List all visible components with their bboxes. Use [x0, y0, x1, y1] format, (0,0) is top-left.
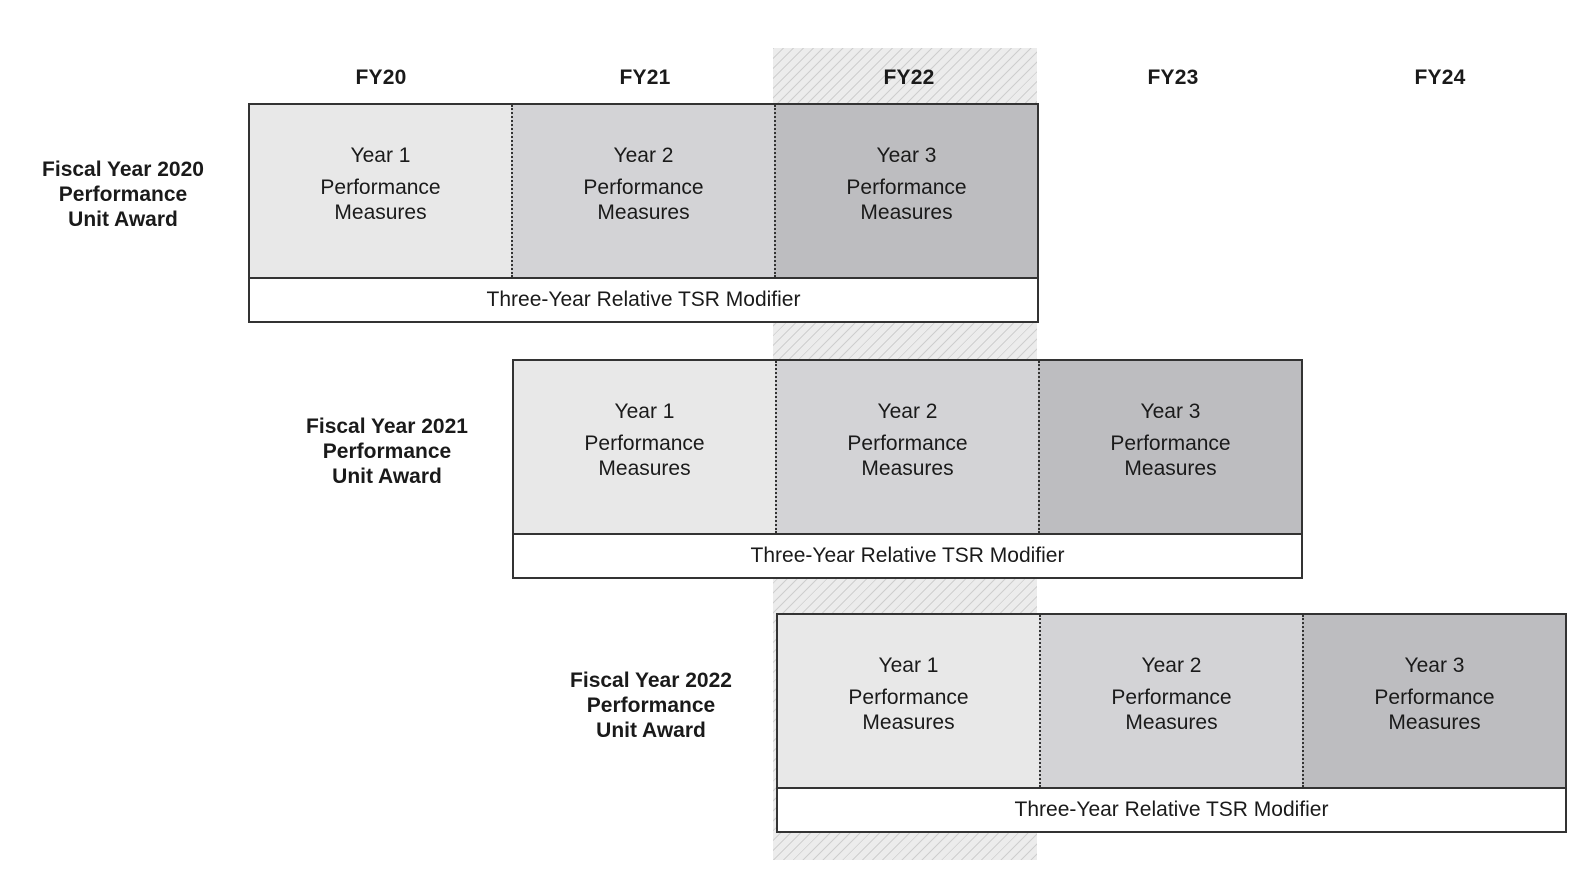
award-label-line: Fiscal Year 2021: [306, 415, 468, 438]
fy-header-fy24: FY24: [1414, 66, 1466, 89]
measure-line-1: Performance: [1374, 686, 1495, 709]
award-label-fy2020: Fiscal Year 2020 Performance Unit Award: [8, 157, 238, 232]
measure-line-1: Performance: [848, 686, 969, 709]
measure-line-2: Measures: [1125, 711, 1218, 734]
measure-line-1: Performance: [320, 176, 441, 199]
measure-line-1: Performance: [846, 176, 967, 199]
measure-line-2: Measures: [334, 201, 427, 224]
year-3-cell: Year 3 Performance Measures: [1038, 361, 1301, 533]
measure-line-2: Measures: [598, 457, 691, 480]
award-label-line: Performance: [58, 183, 188, 206]
award-block-fy2021: Year 1 Performance Measures Year 2 Perfo…: [512, 359, 1303, 579]
award-label-line: Performance: [586, 694, 716, 717]
tsr-modifier-bar: Three-Year Relative TSR Modifier: [778, 789, 1565, 831]
award-label-line: Unit Award: [332, 465, 442, 488]
measure-line-2: Measures: [861, 457, 954, 480]
year-1-cell: Year 1 Performance Measures: [514, 361, 775, 533]
measure-line-1: Performance: [1111, 686, 1232, 709]
year-label: Year 3: [1140, 400, 1201, 423]
measure-line-1: Performance: [1110, 432, 1231, 455]
fy-header-fy23: FY23: [1147, 66, 1199, 89]
year-1-cell: Year 1 Performance Measures: [778, 615, 1039, 787]
award-label-line: Performance: [322, 440, 452, 463]
fy-header-fy20: FY20: [355, 66, 407, 89]
performance-years-row: Year 1 Performance Measures Year 2 Perfo…: [250, 105, 1037, 279]
fy-header-fy21: FY21: [619, 66, 671, 89]
year-2-cell: Year 2 Performance Measures: [511, 105, 774, 277]
year-2-cell: Year 2 Performance Measures: [775, 361, 1038, 533]
year-label: Year 1: [350, 144, 411, 167]
year-label: Year 1: [878, 654, 939, 677]
award-block-fy2022: Year 1 Performance Measures Year 2 Perfo…: [776, 613, 1567, 833]
year-label: Year 1: [614, 400, 675, 423]
performance-years-row: Year 1 Performance Measures Year 2 Perfo…: [778, 615, 1565, 789]
year-label: Year 3: [876, 144, 937, 167]
award-label-line: Unit Award: [596, 719, 706, 742]
measure-line-2: Measures: [860, 201, 953, 224]
measure-line-2: Measures: [862, 711, 955, 734]
measure-line-1: Performance: [584, 432, 705, 455]
measure-line-2: Measures: [597, 201, 690, 224]
measure-line-1: Performance: [583, 176, 704, 199]
award-label-line: Fiscal Year 2022: [570, 669, 732, 692]
tsr-modifier-bar: Three-Year Relative TSR Modifier: [250, 279, 1037, 321]
measure-line-2: Measures: [1388, 711, 1481, 734]
year-1-cell: Year 1 Performance Measures: [250, 105, 511, 277]
award-label-fy2022: Fiscal Year 2022 Performance Unit Award: [536, 668, 766, 743]
award-label-line: Unit Award: [68, 208, 178, 231]
year-label: Year 3: [1404, 654, 1465, 677]
measure-line-2: Measures: [1124, 457, 1217, 480]
award-label-line: Fiscal Year 2020: [42, 158, 204, 181]
year-label: Year 2: [877, 400, 938, 423]
year-2-cell: Year 2 Performance Measures: [1039, 615, 1302, 787]
year-label: Year 2: [613, 144, 674, 167]
performance-years-row: Year 1 Performance Measures Year 2 Perfo…: [514, 361, 1301, 535]
measure-line-1: Performance: [847, 432, 968, 455]
year-3-cell: Year 3 Performance Measures: [1302, 615, 1565, 787]
tsr-modifier-bar: Three-Year Relative TSR Modifier: [514, 535, 1301, 577]
fy-header-fy22: FY22: [883, 66, 935, 89]
year-3-cell: Year 3 Performance Measures: [774, 105, 1037, 277]
award-block-fy2020: Year 1 Performance Measures Year 2 Perfo…: [248, 103, 1039, 323]
year-label: Year 2: [1141, 654, 1202, 677]
award-label-fy2021: Fiscal Year 2021 Performance Unit Award: [272, 414, 502, 489]
